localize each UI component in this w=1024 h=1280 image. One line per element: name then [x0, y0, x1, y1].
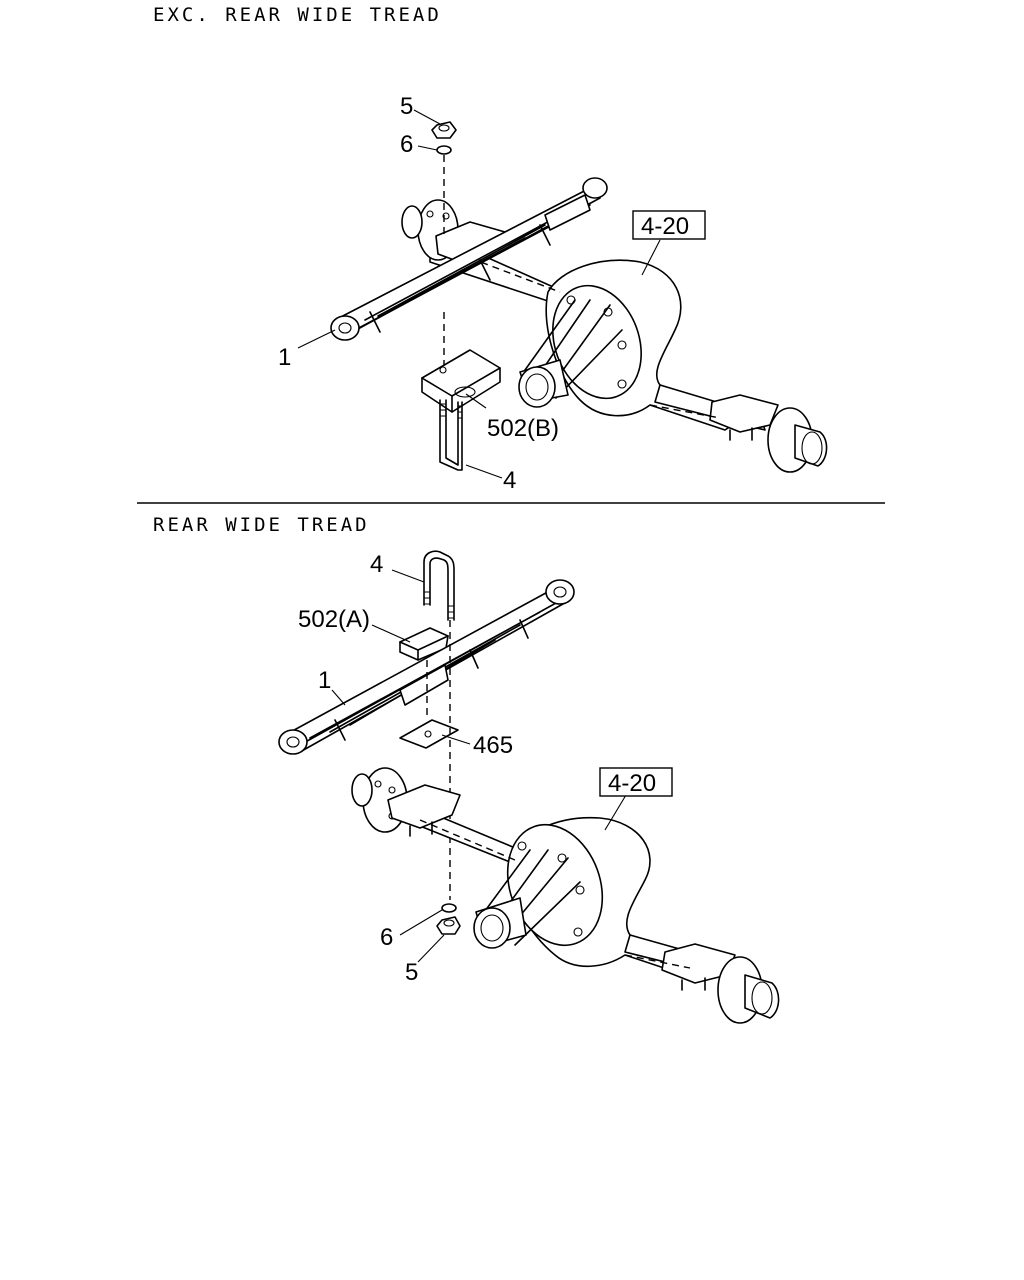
nut-bottom [436, 916, 461, 935]
callout-4-top: 4 [503, 467, 516, 494]
ref-box-bottom: 4-20 [599, 767, 673, 797]
callout-4-bottom: 4 [370, 551, 383, 578]
u-bolt-bottom [423, 550, 455, 621]
washer-bottom [441, 903, 457, 913]
leaf-spring-top [330, 177, 608, 341]
callout-6-bottom: 6 [380, 924, 393, 951]
section-exc-rear-wide-tread: EXC. REAR WIDE TREAD [153, 4, 828, 494]
ref-box-label-bottom: 4-20 [608, 770, 656, 797]
nut-top [431, 121, 457, 139]
ref-box-top: 4-20 [632, 210, 706, 240]
callout-465: 465 [473, 732, 513, 759]
section-title-bottom: REAR WIDE TREAD [153, 514, 370, 536]
callout-1-bottom: 1 [318, 667, 331, 694]
ref-box-label-top: 4-20 [641, 213, 689, 240]
callout-502b: 502(B) [487, 415, 559, 442]
axle-housing-bottom [351, 767, 780, 1024]
callout-5-bottom: 5 [405, 959, 418, 986]
section-rear-wide-tread: REAR WIDE TREAD [153, 514, 780, 1024]
u-bolt-top [439, 399, 463, 471]
spring-plate-502b [421, 349, 501, 413]
axle-housing-top [401, 199, 828, 473]
washer-top [436, 145, 452, 155]
callout-502a: 502(A) [298, 606, 370, 633]
spacer-465 [399, 719, 459, 749]
leaf-spring-bottom [278, 579, 575, 755]
callout-5-top: 5 [400, 93, 413, 120]
callout-1-top: 1 [278, 344, 291, 371]
section-title-top: EXC. REAR WIDE TREAD [153, 4, 442, 26]
callout-6-top: 6 [400, 131, 413, 158]
